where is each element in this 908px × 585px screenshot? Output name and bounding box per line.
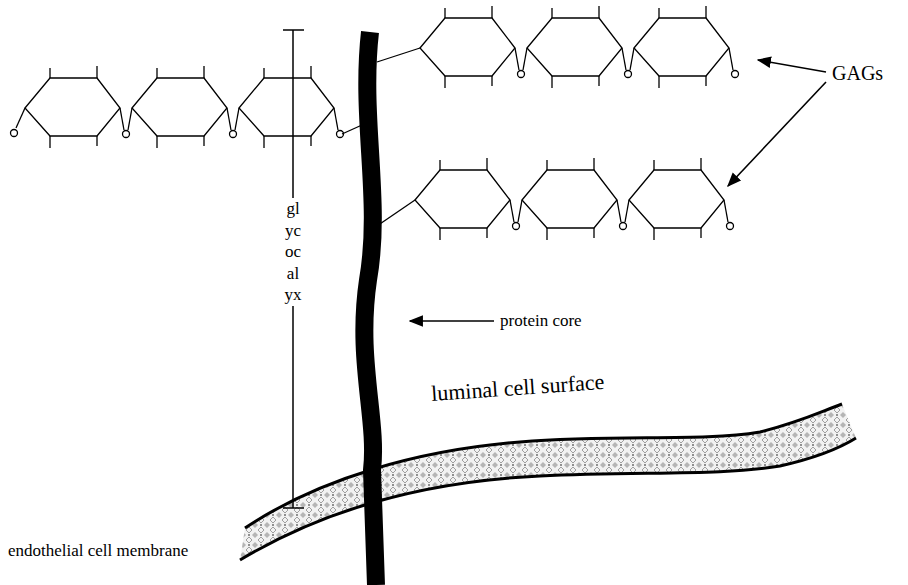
glycosidic-bond xyxy=(16,108,25,128)
substituent xyxy=(705,76,706,86)
substituent xyxy=(551,8,552,18)
substituent xyxy=(444,8,445,18)
substituent xyxy=(203,66,204,78)
oxygen-atom xyxy=(11,130,18,137)
sugar-ring xyxy=(132,78,227,136)
sugar-ring xyxy=(25,78,120,136)
substituent xyxy=(700,228,701,238)
substituent xyxy=(658,8,659,18)
oxygen-atom xyxy=(732,71,739,78)
oxygen-atom xyxy=(230,131,237,138)
substituent xyxy=(551,76,552,88)
substituent xyxy=(546,228,547,240)
substituent xyxy=(439,160,440,170)
glycocalyx-label: glycocalyx xyxy=(285,198,302,306)
substituent xyxy=(598,76,599,86)
membrane-top-edge xyxy=(245,404,842,528)
leader-arrows xyxy=(410,60,826,321)
glycosidic-bond xyxy=(617,200,621,222)
substituent xyxy=(491,6,492,18)
sugar-ring xyxy=(527,18,622,76)
substituent xyxy=(49,68,50,78)
glycosidic-bond xyxy=(729,48,733,70)
oxygen-atom xyxy=(123,131,130,138)
oxygen-atom xyxy=(625,71,632,78)
glycosidic-bond xyxy=(622,48,626,70)
luminal-surface-label: luminal cell surface xyxy=(430,370,605,406)
oxygen-atom xyxy=(513,223,520,230)
sugar-ring xyxy=(629,170,724,228)
substituent xyxy=(156,136,157,148)
substituent xyxy=(49,136,50,148)
glycosidic-bond xyxy=(518,200,522,222)
sugar-ring xyxy=(634,18,729,76)
membrane-band xyxy=(240,404,856,560)
substituent xyxy=(444,76,445,88)
substituent xyxy=(653,160,654,170)
substituent xyxy=(598,6,599,18)
sugar-ring xyxy=(420,18,515,76)
gags-label: GAGs xyxy=(832,62,883,84)
glycosidic-bond xyxy=(510,200,514,222)
membrane-bottom-edge xyxy=(240,438,856,560)
substituent xyxy=(310,66,311,78)
sugar-ring xyxy=(239,78,334,136)
substituent xyxy=(593,158,594,170)
glycosidic-bond xyxy=(515,48,519,70)
protein-core-label: protein core xyxy=(500,312,582,331)
glycosidic-bond xyxy=(523,48,527,70)
glycosidic-bond xyxy=(235,108,239,130)
glycosidic-bond xyxy=(128,108,132,130)
substituent xyxy=(203,136,204,146)
oxygen-atom xyxy=(518,71,525,78)
substituent xyxy=(156,68,157,78)
glycosidic-bond xyxy=(625,200,629,222)
glycosidic-bond xyxy=(630,48,634,70)
substituent xyxy=(700,158,701,170)
substituent xyxy=(439,228,440,240)
substituent xyxy=(658,76,659,88)
substituent xyxy=(486,158,487,170)
oxygen-atom xyxy=(620,223,627,230)
core-link xyxy=(377,48,420,62)
substituent xyxy=(96,66,97,78)
substituent xyxy=(263,68,264,78)
substituent xyxy=(546,160,547,170)
glycosidic-bond xyxy=(120,108,124,130)
glycosidic-bond xyxy=(724,200,728,222)
protein-core xyxy=(364,32,376,585)
glycosidic-bond xyxy=(227,108,231,130)
sugar-ring xyxy=(522,170,617,228)
substituent xyxy=(263,136,264,148)
substituent xyxy=(593,228,594,238)
glycosidic-bond xyxy=(334,108,338,130)
substituent xyxy=(705,6,706,18)
substituent xyxy=(310,136,311,146)
membrane-label: endothelial cell membrane xyxy=(8,542,188,561)
substituent xyxy=(491,76,492,86)
substituent xyxy=(96,136,97,146)
sugar-ring xyxy=(415,170,510,228)
glycocalyx-dimension xyxy=(283,30,304,508)
core-link xyxy=(342,125,362,134)
substituent xyxy=(653,228,654,240)
substituent xyxy=(486,228,487,238)
oxygen-atom xyxy=(727,223,734,230)
